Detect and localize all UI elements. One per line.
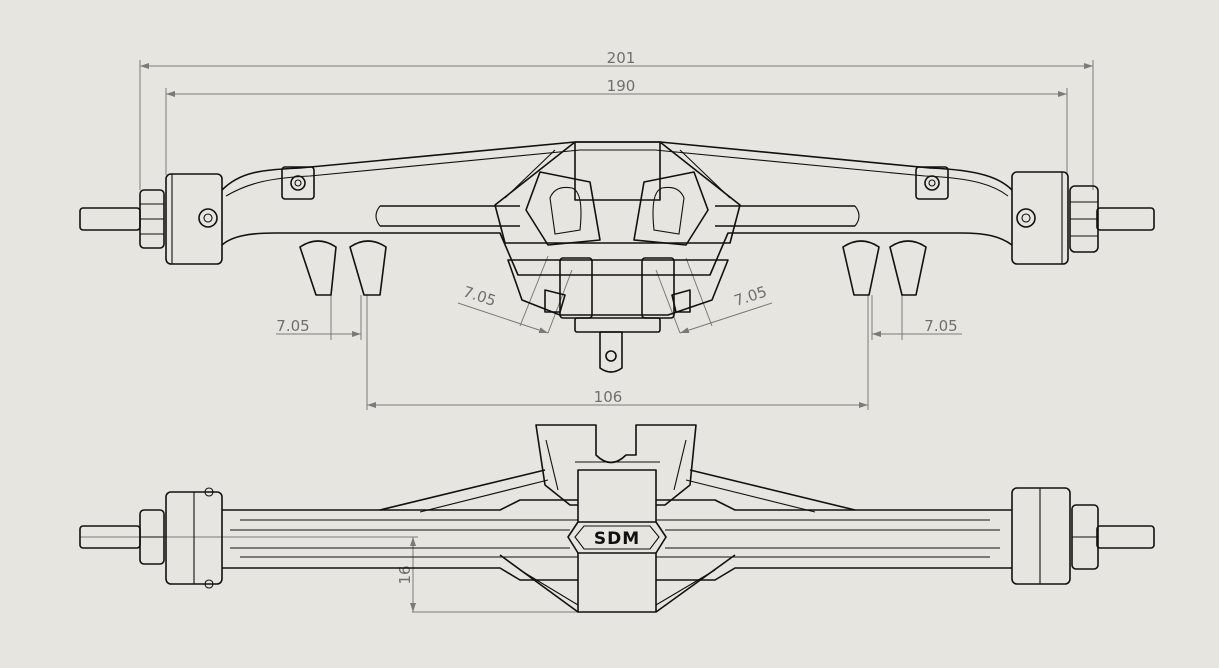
sdm-logo: SDM (567, 521, 667, 554)
right-shaft-front (1071, 504, 1155, 570)
right-shaft-top (1069, 185, 1155, 253)
left-hub-top (165, 173, 223, 265)
dimension-link-mount-spacing-label: 106 (594, 388, 623, 406)
dimension-overall-width: 201 (139, 49, 1094, 190)
dimension-mount-width-right: 7.05 (871, 295, 962, 340)
dimension-mount-width-left-label: 7.05 (276, 317, 309, 335)
right-hub-top (1011, 171, 1069, 265)
left-shaft-front (79, 509, 165, 565)
lower-link-mounts-top (299, 240, 927, 296)
dimension-hub-width: 190 (165, 77, 1068, 175)
dimension-overall-width-label: 201 (607, 49, 636, 67)
right-hub-front (1011, 487, 1071, 585)
left-hub-front (165, 491, 223, 585)
dimension-axle-offset: 16 (80, 536, 600, 613)
axle-front-view: SDM (79, 424, 1155, 613)
dimension-axle-offset-label: 16 (396, 565, 414, 584)
dimension-mount-width-left: 7.05 (276, 295, 362, 340)
dimension-link-mount-spacing: 106 (366, 295, 869, 410)
dimension-mount-width-right-label: 7.05 (924, 317, 957, 335)
dimension-hub-width-label: 190 (607, 77, 636, 95)
left-shaft-top (79, 189, 165, 249)
sdm-logo-text: SDM (594, 529, 640, 549)
axle-top-view (79, 141, 1155, 373)
